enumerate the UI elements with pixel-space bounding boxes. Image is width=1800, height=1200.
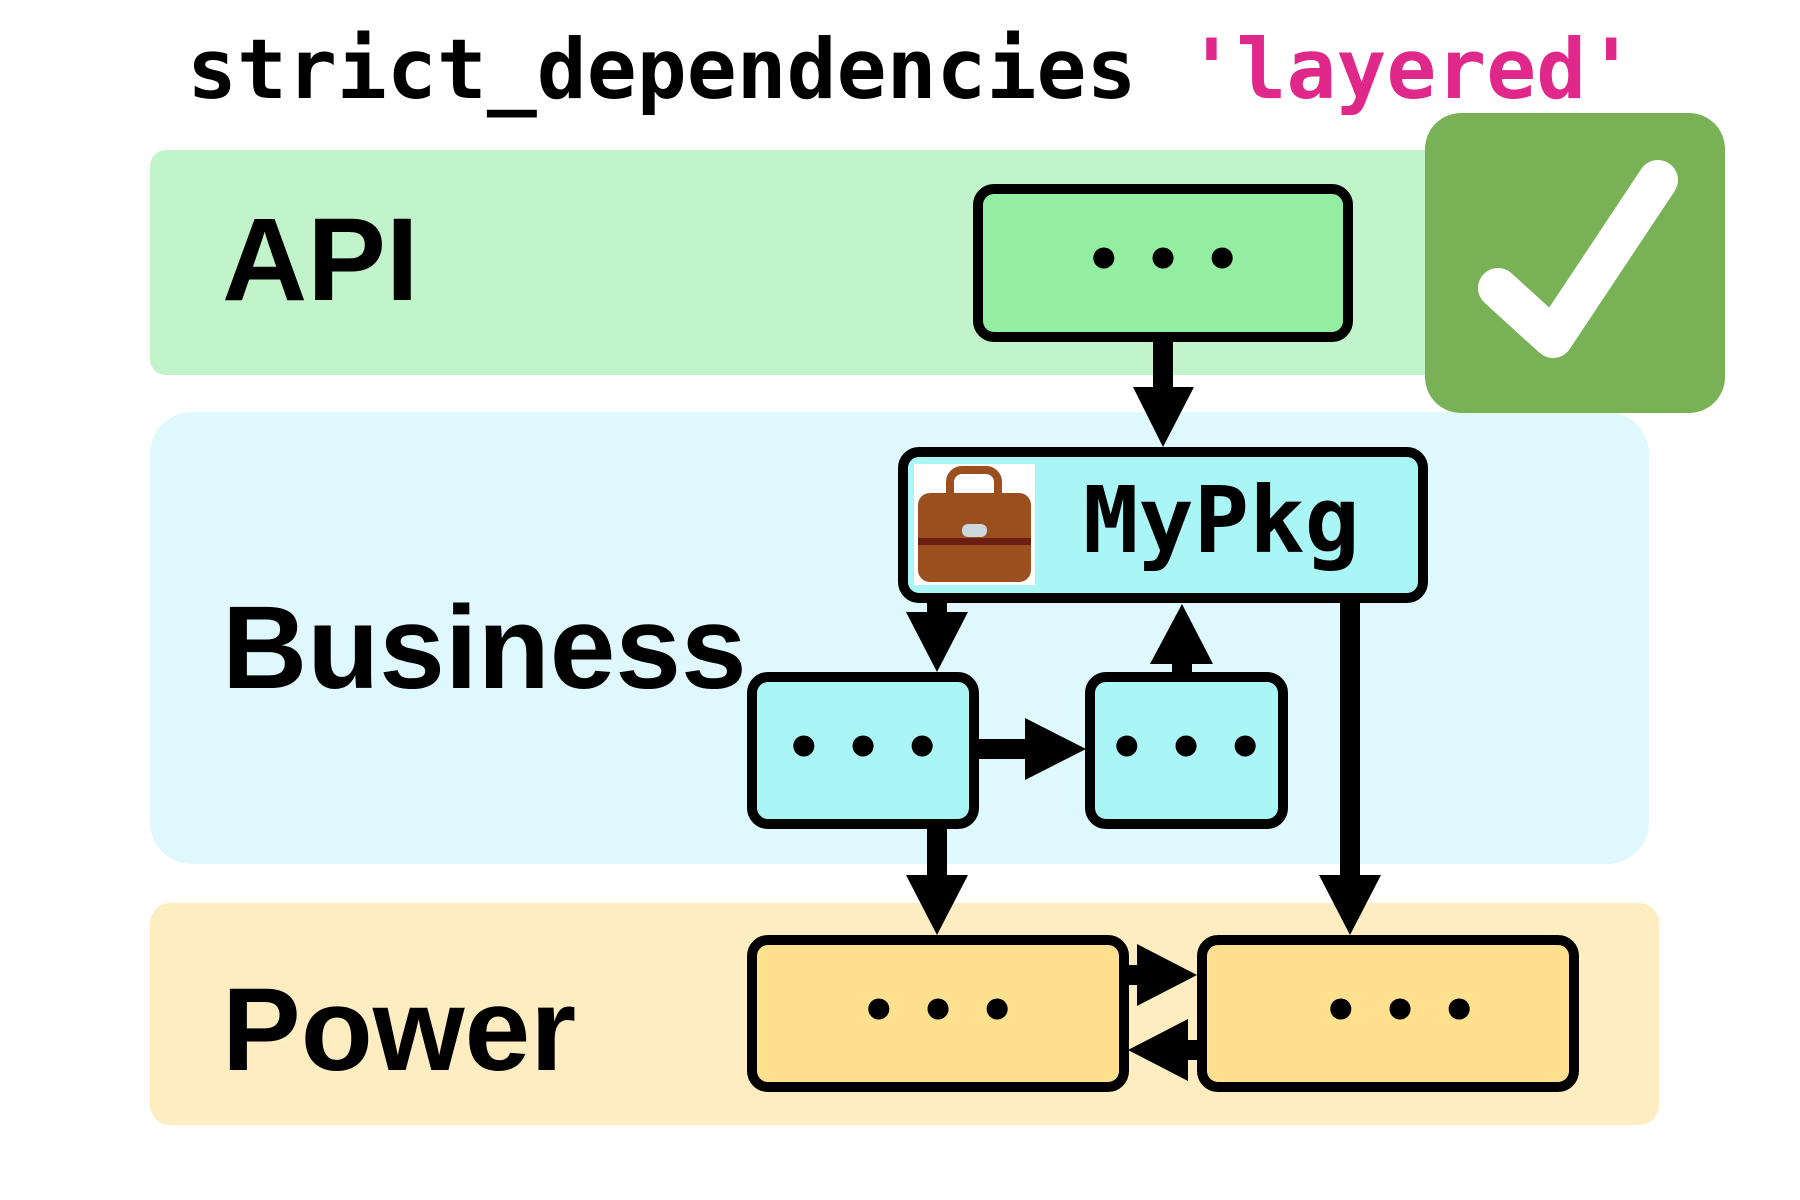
node-api[interactable]: • • • <box>973 184 1353 342</box>
node-power-2-label: • • • <box>1322 976 1479 1046</box>
node-mypkg-label: MyPkg <box>1083 467 1360 574</box>
node-power-1[interactable]: • • • <box>747 935 1129 1092</box>
node-mypkg[interactable]: MyPkg <box>898 447 1428 603</box>
node-business-2[interactable]: • • • <box>1085 672 1288 829</box>
edge-b2-to-mypkg-arrowhead <box>1150 604 1213 664</box>
node-business-1-label: • • • <box>785 713 942 783</box>
layer-label-business: Business <box>222 582 747 714</box>
edge-mypkg-to-b1-arrowhead <box>906 612 968 672</box>
briefcase-icon <box>914 464 1035 585</box>
node-business-1[interactable]: • • • <box>747 672 979 829</box>
title-value: 'layered' <box>1186 21 1636 118</box>
layer-label-power: Power <box>222 964 576 1096</box>
status-badge <box>1425 113 1725 413</box>
edge-api-to-mypkg-shaft <box>1153 340 1173 388</box>
node-business-2-label: • • • <box>1108 713 1265 783</box>
edge-p2-to-p1-arrowhead <box>1128 1019 1188 1081</box>
edge-p1-to-p2-arrowhead <box>1137 944 1197 1006</box>
edge-b1-to-p1-arrowhead <box>906 875 968 935</box>
diagram-title: strict_dependencies 'layered' <box>187 21 1636 118</box>
node-api-label: • • • <box>1085 225 1242 295</box>
layer-label-api: API <box>222 194 419 326</box>
edges <box>906 340 1381 1081</box>
edge-b1-to-b2-shaft <box>977 739 1027 759</box>
edge-mypkg-to-p2-shaft <box>1340 600 1360 880</box>
node-power-1-label: • • • <box>860 976 1017 1046</box>
edge-mypkg-to-p2-arrowhead <box>1319 875 1381 935</box>
edge-api-to-mypkg-arrowhead <box>1133 387 1194 447</box>
node-power-2[interactable]: • • • <box>1197 935 1579 1092</box>
title-keyword: strict_dependencies <box>187 21 1136 118</box>
edge-b1-to-p1-shaft <box>927 827 947 877</box>
edge-b1-to-b2-arrowhead <box>1025 718 1086 780</box>
check-icon <box>1478 160 1678 358</box>
